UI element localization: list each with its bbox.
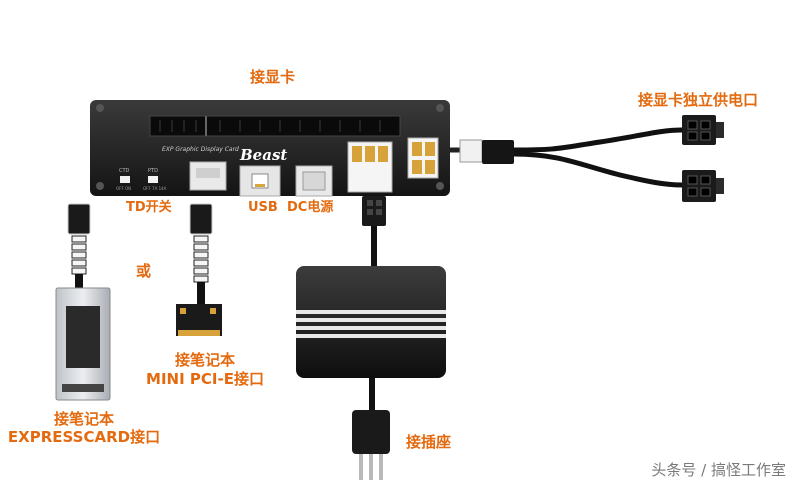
mount-hole xyxy=(436,104,444,112)
minipcie-cable-plug xyxy=(189,203,213,235)
label-expresscard-line2: EXPRESSCARD接口 xyxy=(7,428,161,446)
label-usb: USB xyxy=(248,200,278,215)
ctd-text: CTD xyxy=(119,168,130,174)
power-adapter xyxy=(296,196,446,480)
pcie-power-connector-bottom xyxy=(682,170,724,202)
board-model-text: Beast xyxy=(239,146,287,164)
label-or: 或 xyxy=(136,262,152,280)
ptd-switch xyxy=(148,176,158,183)
mount-hole xyxy=(96,104,104,112)
pcie-power-connector-top xyxy=(682,115,724,145)
ctd-switch xyxy=(120,176,130,183)
label-gpu-power: 接显卡独立供电口 xyxy=(638,91,759,109)
label-dc-power: DC电源 xyxy=(287,200,334,215)
label-td-switch: TD开关 xyxy=(126,200,172,215)
wall-plug xyxy=(352,410,390,454)
psu-output-plug xyxy=(362,196,386,226)
pcie-slot xyxy=(149,115,401,137)
expresscard-cable xyxy=(55,203,111,401)
label-expresscard-line1: 接笔记本 xyxy=(53,410,114,428)
watermark-text: 头条号 / 搞怪工作室 xyxy=(651,461,786,479)
off-7a-14a-text: OFF 7A 14A xyxy=(143,186,167,191)
label-card: 接显卡 xyxy=(250,68,296,86)
off-on-text: OFF ON xyxy=(116,186,131,191)
adapter-board: EXP Graphic Display Card Beast CTD PTD O… xyxy=(90,100,450,197)
ptd-text: PTD xyxy=(148,168,158,174)
label-wall-plug: 接插座 xyxy=(406,433,452,451)
minipcie-cable xyxy=(176,203,222,336)
board-subtitle: EXP Graphic Display Card xyxy=(162,146,239,153)
expresscard-cable-plug xyxy=(67,203,91,235)
mount-hole xyxy=(436,182,444,190)
watermark-bg xyxy=(620,460,792,486)
gpu-power-cable xyxy=(448,127,683,188)
label-minipcie-line2: MINI PCI-E接口 xyxy=(146,370,264,388)
cable-plug-black xyxy=(482,140,514,164)
label-minipcie-line1: 接笔记本 xyxy=(174,351,235,369)
cable-plug-white xyxy=(459,139,483,163)
mount-hole xyxy=(96,182,104,190)
